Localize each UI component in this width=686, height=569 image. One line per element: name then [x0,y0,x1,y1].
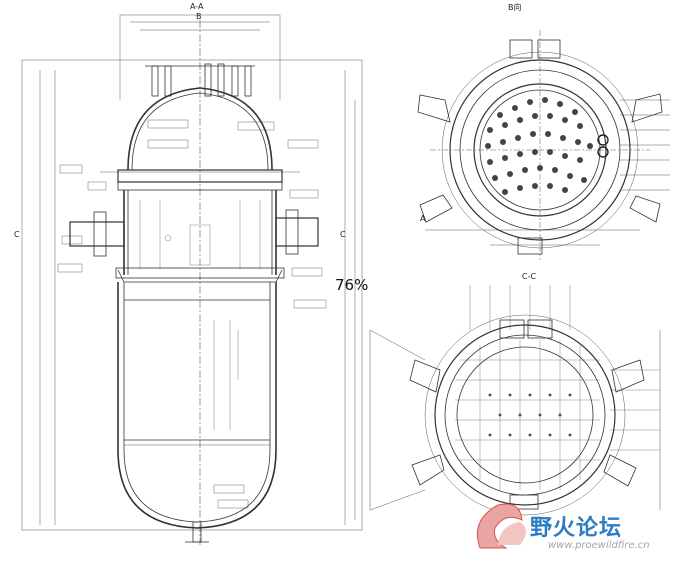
mark-c-right: C [340,230,346,239]
c-view-dots [488,393,572,437]
b-view-side-circles [597,134,609,158]
watermark-url: www.proewildfire.cn [548,540,650,551]
mark-c-left: C [14,230,20,239]
mark-a: A [420,214,426,223]
c-view [369,285,661,516]
b-view-tube-holes [485,97,593,195]
mark-b: B [196,12,202,21]
section-b-view-label: B向 [508,3,522,12]
section-cc-label: C-C [522,272,537,281]
vessel-section [21,14,363,545]
b-view [417,30,670,260]
watermark-logo-icon [476,503,526,549]
zoom-level: 76% [335,276,369,294]
left-callouts [57,119,327,509]
section-aa-label: A-A [190,2,204,11]
watermark-title: 野火论坛 [530,516,623,541]
vessel-internals [139,200,261,430]
